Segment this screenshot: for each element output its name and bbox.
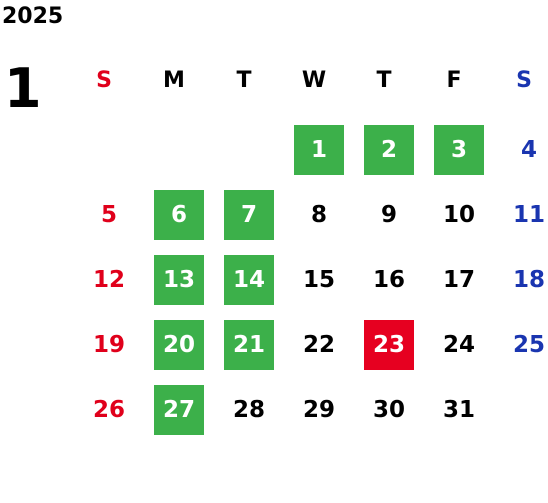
day-16[interactable]: 16 bbox=[372, 267, 405, 293]
day-14[interactable]: 14 bbox=[224, 255, 274, 305]
day-11[interactable]: 11 bbox=[512, 202, 545, 228]
calendar-cell: 28 bbox=[209, 384, 279, 449]
day-27[interactable]: 27 bbox=[154, 385, 204, 435]
weekday-tuesday: T bbox=[236, 68, 252, 93]
day-13[interactable]: 13 bbox=[154, 255, 204, 305]
day-26[interactable]: 26 bbox=[92, 397, 125, 423]
weekday-monday: M bbox=[163, 68, 185, 93]
day-12[interactable]: 12 bbox=[92, 267, 125, 293]
day-17[interactable]: 17 bbox=[442, 267, 475, 293]
day-30[interactable]: 30 bbox=[372, 397, 405, 423]
day-3[interactable]: 3 bbox=[434, 125, 484, 175]
calendar-cell: 11 bbox=[489, 189, 548, 254]
calendar-cell: 9 bbox=[349, 189, 419, 254]
calendar-cell: 3 bbox=[419, 124, 489, 189]
calendar-cell: 8 bbox=[279, 189, 349, 254]
day-29[interactable]: 29 bbox=[302, 397, 335, 423]
calendar-cell: 14 bbox=[209, 254, 279, 319]
day-2[interactable]: 2 bbox=[364, 125, 414, 175]
calendar-cell: 30 bbox=[349, 384, 419, 449]
calendar-cell: 25 bbox=[489, 319, 548, 384]
calendar-cell bbox=[69, 124, 139, 189]
calendar-cell: 20 bbox=[139, 319, 209, 384]
calendar-cell: 22 bbox=[279, 319, 349, 384]
calendar-cell: 17 bbox=[419, 254, 489, 319]
day-18[interactable]: 18 bbox=[512, 267, 545, 293]
day-4[interactable]: 4 bbox=[520, 137, 537, 163]
day-10[interactable]: 10 bbox=[442, 202, 475, 228]
day-9[interactable]: 9 bbox=[380, 202, 397, 228]
day-25[interactable]: 25 bbox=[512, 332, 545, 358]
weekday-sunday: S bbox=[96, 68, 112, 93]
calendar-cell: 26 bbox=[69, 384, 139, 449]
calendar-cell: 6 bbox=[139, 189, 209, 254]
calendar-cell: 4 bbox=[489, 124, 548, 189]
calendar-cell: 23 bbox=[349, 319, 419, 384]
calendar-cell: 31 bbox=[419, 384, 489, 449]
day-5[interactable]: 5 bbox=[100, 202, 117, 228]
day-24[interactable]: 24 bbox=[442, 332, 475, 358]
day-22[interactable]: 22 bbox=[302, 332, 335, 358]
calendar-cell: 27 bbox=[139, 384, 209, 449]
day-20[interactable]: 20 bbox=[154, 320, 204, 370]
day-1[interactable]: 1 bbox=[294, 125, 344, 175]
calendar-cell: 15 bbox=[279, 254, 349, 319]
day-23[interactable]: 23 bbox=[364, 320, 414, 370]
calendar-cell bbox=[139, 124, 209, 189]
day-28[interactable]: 28 bbox=[232, 397, 265, 423]
day-19[interactable]: 19 bbox=[92, 332, 125, 358]
weekday-friday: F bbox=[446, 68, 462, 93]
day-21[interactable]: 21 bbox=[224, 320, 274, 370]
calendar-cell bbox=[489, 384, 548, 449]
day-15[interactable]: 15 bbox=[302, 267, 335, 293]
year-label: 2025 bbox=[2, 4, 64, 29]
calendar-cell bbox=[209, 124, 279, 189]
month-number: 1 bbox=[4, 57, 42, 120]
calendar-cell: 16 bbox=[349, 254, 419, 319]
day-31[interactable]: 31 bbox=[442, 397, 475, 423]
calendar-cell: 10 bbox=[419, 189, 489, 254]
calendar-cell: 21 bbox=[209, 319, 279, 384]
calendar-cell: 2 bbox=[349, 124, 419, 189]
calendar-cell: 12 bbox=[69, 254, 139, 319]
calendar-cell: 1 bbox=[279, 124, 349, 189]
weekday-header-row: S M T W T F S bbox=[69, 66, 548, 96]
day-6[interactable]: 6 bbox=[154, 190, 204, 240]
calendar-cell: 7 bbox=[209, 189, 279, 254]
calendar-cell: 24 bbox=[419, 319, 489, 384]
weekday-thursday: T bbox=[376, 68, 392, 93]
weekday-wednesday: W bbox=[301, 68, 327, 93]
weekday-saturday: S bbox=[516, 68, 532, 93]
calendar-cell: 5 bbox=[69, 189, 139, 254]
calendar-cell: 29 bbox=[279, 384, 349, 449]
day-8[interactable]: 8 bbox=[310, 202, 327, 228]
calendar-cell: 13 bbox=[139, 254, 209, 319]
calendar-cell: 18 bbox=[489, 254, 548, 319]
calendar-cell: 19 bbox=[69, 319, 139, 384]
day-7[interactable]: 7 bbox=[224, 190, 274, 240]
